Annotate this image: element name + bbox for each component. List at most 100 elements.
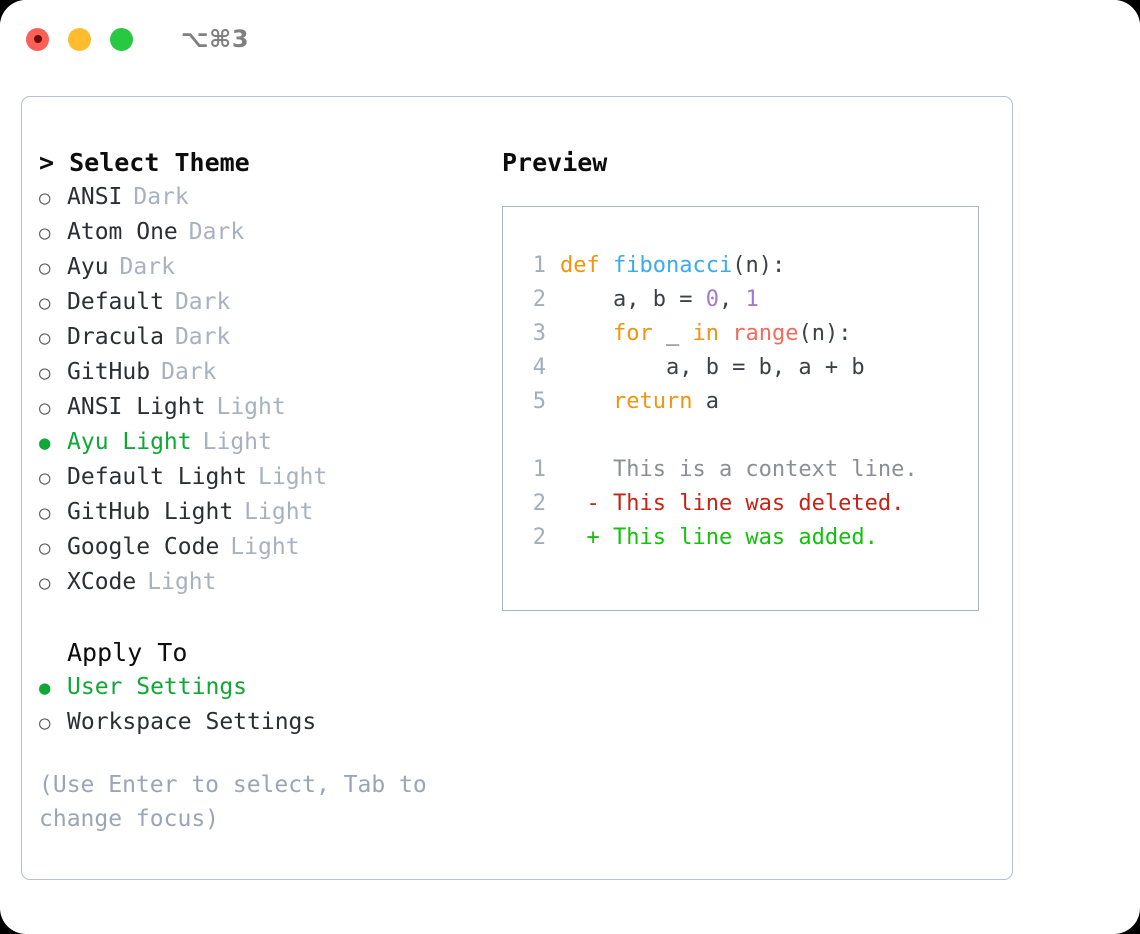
code-token-num: 1: [745, 287, 759, 312]
code-line-number: 3: [532, 321, 546, 346]
keyboard-shortcut-label: ⌥⌘3: [181, 25, 250, 53]
code-token-pl: [560, 321, 613, 346]
theme-option-label: GitHub Light: [67, 499, 234, 525]
code-token-pl: a, b =: [560, 287, 706, 312]
theme-option-label: Atom One: [67, 219, 178, 245]
radio-unselected-icon: ○: [39, 502, 51, 524]
apply-option-label: Workspace Settings: [67, 709, 317, 735]
radio-unselected-icon: ○: [39, 327, 51, 349]
code-line-number: 4: [532, 355, 546, 380]
code-token-fn: fibonacci: [612, 253, 733, 278]
code-token-kw: return: [612, 389, 693, 414]
theme-variant-badge: Light: [258, 464, 328, 490]
diff-line-2: 2 + This line was added.: [520, 521, 978, 555]
theme-variant-badge: Dark: [161, 359, 217, 385]
select-theme-header: > Select Theme: [39, 148, 250, 177]
code-token-pl: _: [652, 321, 693, 346]
theme-option-label: Ayu: [67, 254, 109, 280]
radio-unselected-icon: ○: [39, 572, 51, 594]
code-token-pl: (n):: [732, 253, 786, 278]
theme-option-label: XCode: [67, 569, 137, 595]
theme-option-0[interactable]: ○ ANSI Dark: [39, 180, 469, 215]
code-token-kw: def: [560, 253, 613, 278]
code-token-pl: [719, 321, 732, 346]
diff-line-content-add: + This line was added.: [560, 525, 878, 550]
code-line-content: def fibonacci(n):: [560, 249, 785, 283]
diff-line-number: 1: [532, 457, 546, 482]
theme-variant-badge: Dark: [188, 219, 245, 245]
code-line-4: 5 return a: [520, 385, 978, 419]
theme-variant-badge: Dark: [174, 289, 231, 315]
theme-option-label: ANSI: [67, 184, 123, 210]
apply-option-label: User Settings: [67, 674, 248, 700]
apply-to-header: Apply To: [67, 638, 188, 667]
diff-line-1: 2 - This line was deleted.: [520, 487, 978, 521]
radio-unselected-icon: ○: [39, 467, 51, 489]
theme-option-11[interactable]: ○ XCode Light: [39, 565, 469, 600]
preview-title: Preview: [502, 148, 608, 177]
theme-option-10[interactable]: ○ Google Code Light: [39, 530, 469, 565]
apply-option-0[interactable]: ● User Settings: [39, 670, 469, 705]
theme-option-label: Google Code: [67, 534, 220, 560]
radio-unselected-icon: ○: [39, 537, 51, 559]
apply-option-1[interactable]: ○Workspace Settings: [39, 705, 469, 740]
theme-option-label: Ayu Light: [67, 429, 192, 455]
diff-line-number: 2: [532, 525, 546, 550]
radio-unselected-icon: ○: [39, 257, 51, 279]
theme-option-9[interactable]: ○ GitHub Light Light: [39, 495, 469, 530]
theme-option-label: Default Light: [67, 464, 248, 490]
code-line-0: 1 def fibonacci(n):: [520, 249, 978, 283]
diff-line-content-ctx: This is a context line.: [560, 457, 918, 482]
code-line-3: 4 a, b = b, a + b: [520, 351, 978, 385]
diff-line-0: 1 This is a context line.: [520, 453, 978, 487]
code-line-number: 1: [532, 253, 546, 278]
theme-variant-badge: Light: [147, 569, 217, 595]
diff-line-content-del: - This line was deleted.: [560, 491, 905, 516]
section-spacer: [39, 600, 469, 636]
theme-option-5[interactable]: ○ GitHub Dark: [39, 355, 469, 390]
keyboard-hint-text: (Use Enter to select, Tab to change focu…: [39, 772, 441, 832]
radio-unselected-icon: ○: [39, 362, 51, 384]
theme-option-8[interactable]: ○ Default Light Light: [39, 460, 469, 495]
radio-selected-icon: ●: [39, 432, 51, 454]
theme-variant-badge: Dark: [133, 184, 189, 210]
code-line-content: for _ in range(n):: [560, 317, 851, 351]
close-button-icon[interactable]: [26, 27, 49, 51]
title-bar: ⌥⌘3: [0, 0, 1140, 78]
code-token-pl: (n):: [798, 321, 852, 346]
radio-unselected-icon: ○: [39, 187, 51, 209]
code-token-bi: range: [732, 321, 799, 346]
theme-variant-badge: Dark: [174, 324, 231, 350]
zoom-button-icon[interactable]: [110, 27, 133, 51]
code-line-2: 3 for _ in range(n):: [520, 317, 978, 351]
code-token-pl: a, b = b, a + b: [560, 355, 865, 380]
theme-option-label: GitHub: [67, 359, 151, 385]
minimize-button-icon[interactable]: [68, 27, 91, 51]
code-line-content: a, b = 0, 1: [560, 283, 759, 317]
code-token-pl: ,: [718, 287, 746, 312]
theme-variant-badge: Light: [230, 534, 300, 560]
code-line-number: 2: [532, 287, 546, 312]
code-line-content: a, b = b, a + b: [560, 351, 865, 385]
radio-selected-icon: ●: [39, 677, 51, 699]
code-token-kw: in: [692, 321, 719, 346]
preview-gap: [520, 419, 978, 453]
code-token-kw: for: [612, 321, 653, 346]
theme-variant-badge: Light: [244, 499, 314, 525]
radio-unselected-icon: ○: [39, 292, 51, 314]
code-token-pl: [560, 389, 613, 414]
